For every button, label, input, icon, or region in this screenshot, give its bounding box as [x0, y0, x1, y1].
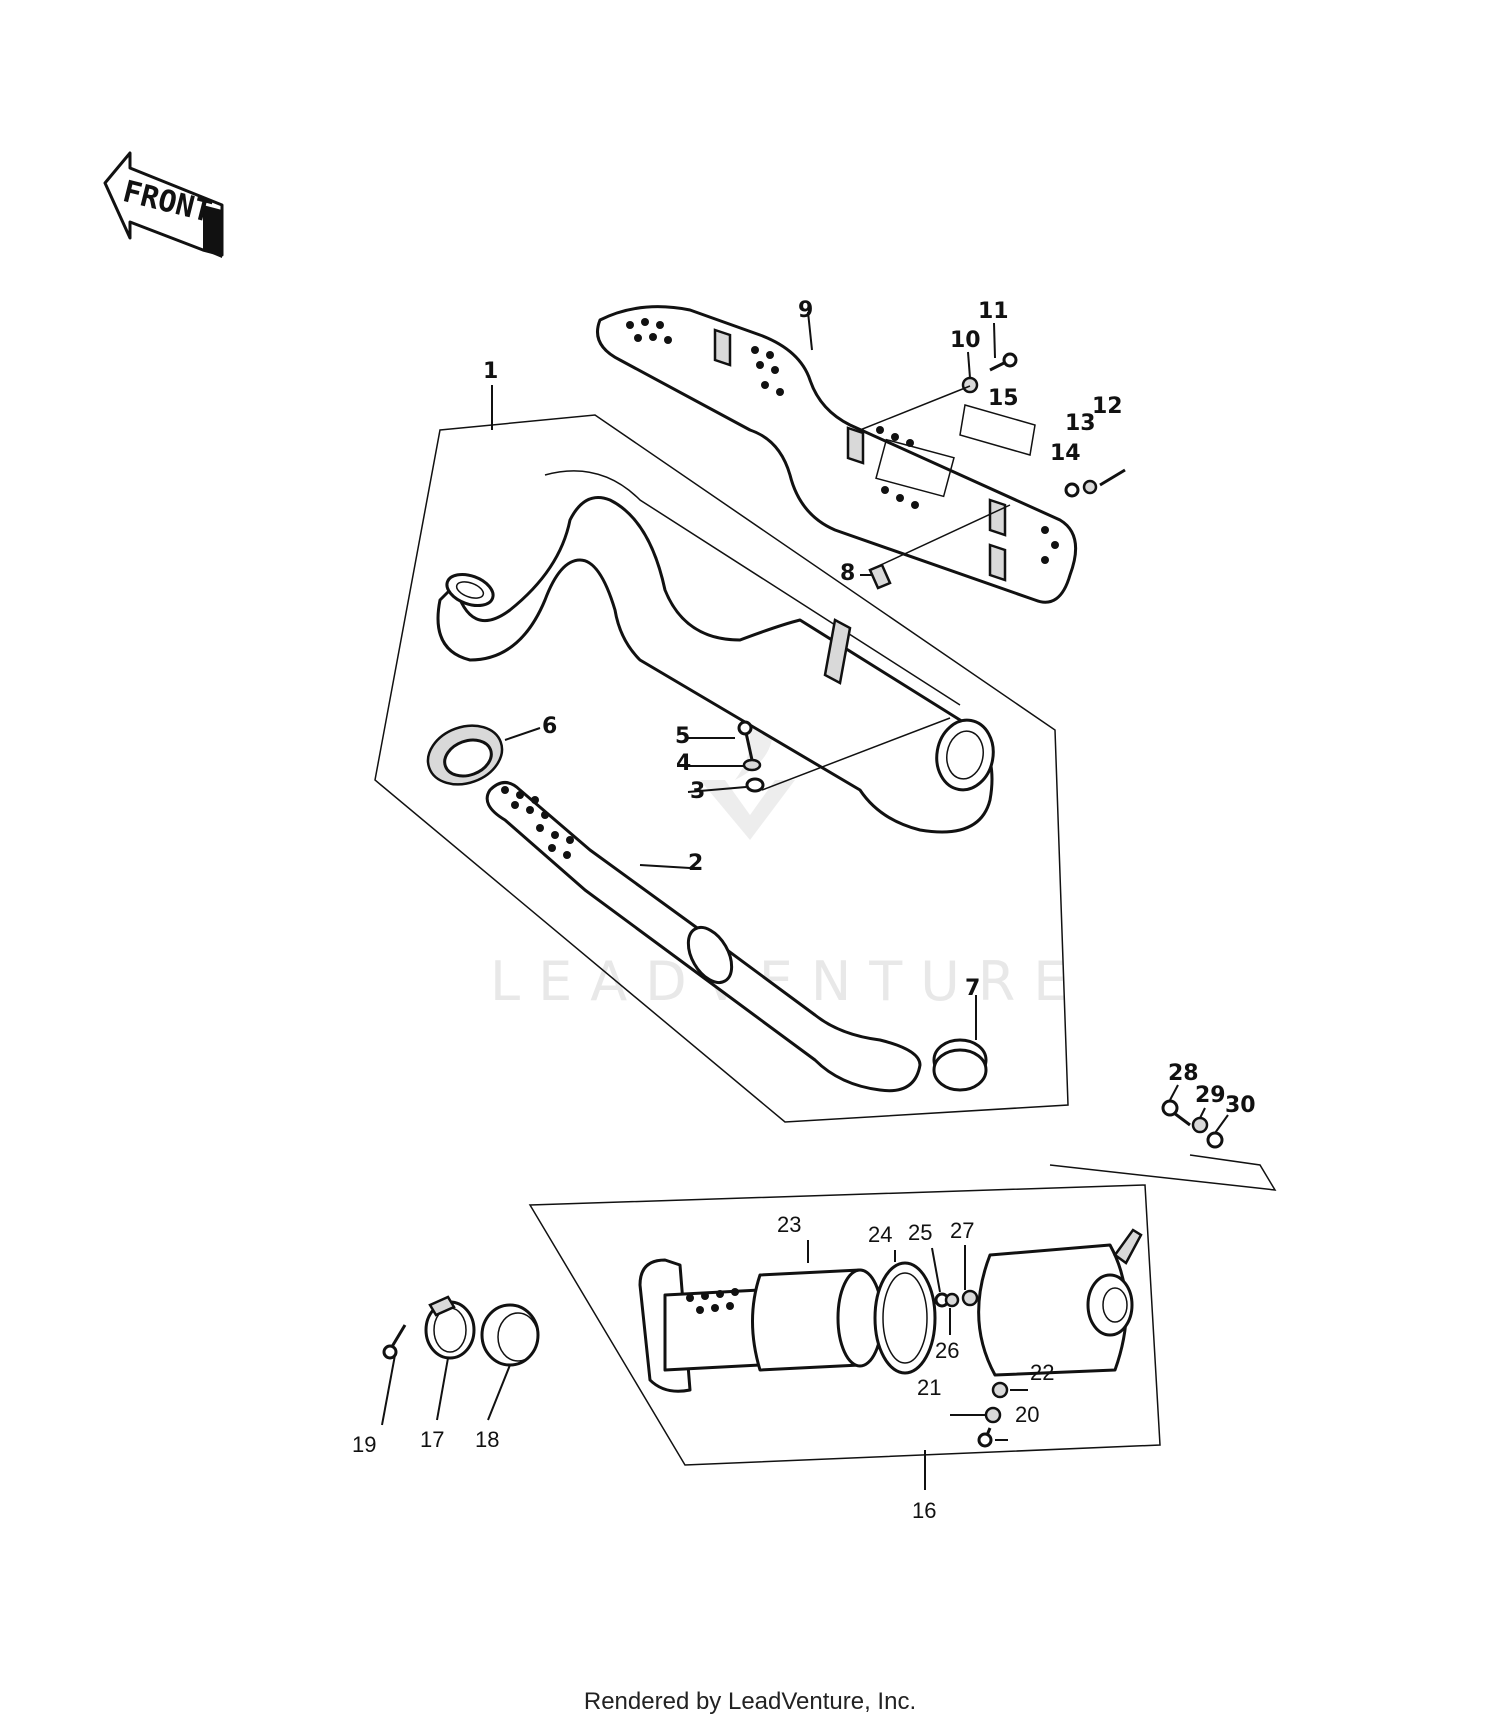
bolt-19-part [382, 1324, 407, 1360]
callout-15: 15 [988, 386, 1019, 411]
callout-3: 3 [690, 779, 705, 804]
bracket-outline [1049, 1154, 1277, 1191]
callout-5: 5 [675, 724, 690, 749]
callout-13: 13 [1065, 411, 1096, 436]
callout-2: 2 [688, 851, 703, 876]
callout-7: 7 [965, 976, 980, 1001]
gasket-6-part [426, 724, 504, 786]
callout-24: 24 [868, 1222, 892, 1247]
callout-18: 18 [475, 1427, 499, 1452]
callout-20: 20 [1015, 1402, 1039, 1427]
footer-credit: Rendered by LeadVenture, Inc. [583, 1688, 917, 1715]
sleeve-7-part [932, 1038, 988, 1092]
clamp-17-part [424, 1295, 476, 1360]
callout-30: 30 [1225, 1093, 1256, 1118]
hardware-28-30 [1161, 1084, 1229, 1149]
callout-16: 16 [912, 1498, 936, 1523]
callout-26: 26 [935, 1338, 959, 1363]
heat-shield-part [596, 305, 1078, 604]
callout-22: 22 [1030, 1360, 1054, 1385]
callout-8: 8 [840, 561, 855, 586]
hardware-bolts-washers [737, 352, 1126, 793]
callout-19: 19 [352, 1432, 376, 1457]
callout-25: 25 [908, 1220, 932, 1245]
leader-lines-lower [381, 1240, 1028, 1490]
label-plate-part [959, 404, 1036, 456]
muffler-pipe-part [436, 470, 995, 834]
callout-14: 14 [1050, 441, 1081, 466]
callout-27: 27 [950, 1218, 974, 1243]
callout-6: 6 [542, 714, 557, 739]
assembly-outline-1 [374, 414, 1069, 1123]
assembly-outline-16 [528, 1184, 1161, 1466]
callout-labels: 1 2 3 4 5 6 7 8 9 10 11 12 13 14 15 16 1… [352, 298, 1256, 1523]
leader-lines-upper [491, 311, 1011, 1040]
callout-28: 28 [1168, 1061, 1199, 1086]
callout-10: 10 [950, 328, 981, 353]
callout-29: 29 [1195, 1083, 1226, 1108]
front-arrow-icon: FRONT [103, 151, 224, 258]
callout-23: 23 [777, 1212, 801, 1237]
callout-1: 1 [483, 359, 498, 384]
callout-4: 4 [676, 751, 691, 776]
callout-9: 9 [798, 298, 813, 323]
callout-12: 12 [1092, 394, 1123, 419]
tail-pipe-part [485, 781, 922, 1093]
silencer-assembly-part [638, 1228, 1143, 1448]
callout-11: 11 [978, 299, 1009, 324]
sleeve-18-part [480, 1303, 540, 1367]
callout-17: 17 [420, 1427, 444, 1452]
callout-21: 21 [917, 1375, 941, 1400]
